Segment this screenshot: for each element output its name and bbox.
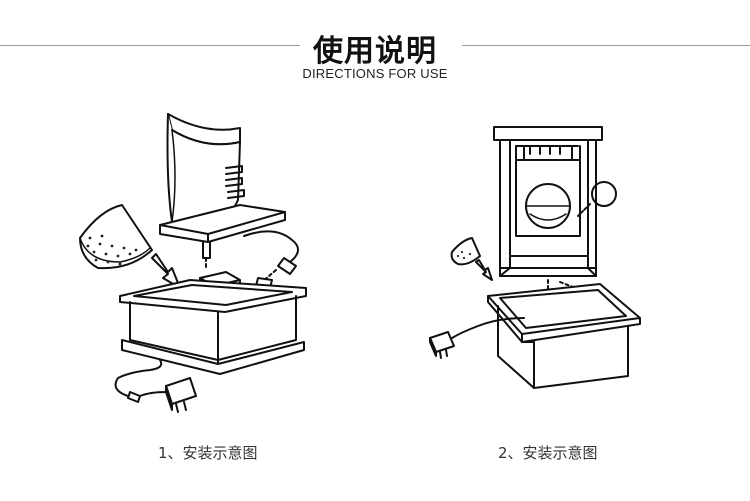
figure-2-fountain-assembled — [429, 126, 641, 389]
power-adapter — [114, 359, 197, 413]
mini-stone-scoop — [450, 237, 481, 266]
tower-frame — [493, 126, 603, 277]
curved-panel — [166, 113, 245, 227]
basin-2 — [487, 283, 641, 389]
caption-step-1: 1、安装示意图 — [158, 444, 258, 462]
light-plug — [277, 257, 297, 275]
header-rule-right — [462, 45, 750, 46]
caption-step-2: 2、安装示意图 — [498, 444, 598, 462]
stone-scoop — [79, 204, 153, 270]
upper-base-plate — [159, 204, 286, 269]
arrow-down-right — [151, 253, 181, 289]
figure-1-fountain-exploded — [79, 113, 307, 413]
basin — [119, 279, 307, 375]
page-subtitle: DIRECTIONS FOR USE — [302, 66, 448, 81]
detail-circle — [591, 181, 617, 207]
header-rule-left — [0, 45, 300, 46]
page-title: 使用说明 — [313, 34, 437, 69]
arrow-small — [475, 259, 493, 281]
power-adapter-2 — [429, 331, 455, 359]
power-cable-2 — [451, 317, 525, 339]
wire-upper — [243, 230, 299, 263]
